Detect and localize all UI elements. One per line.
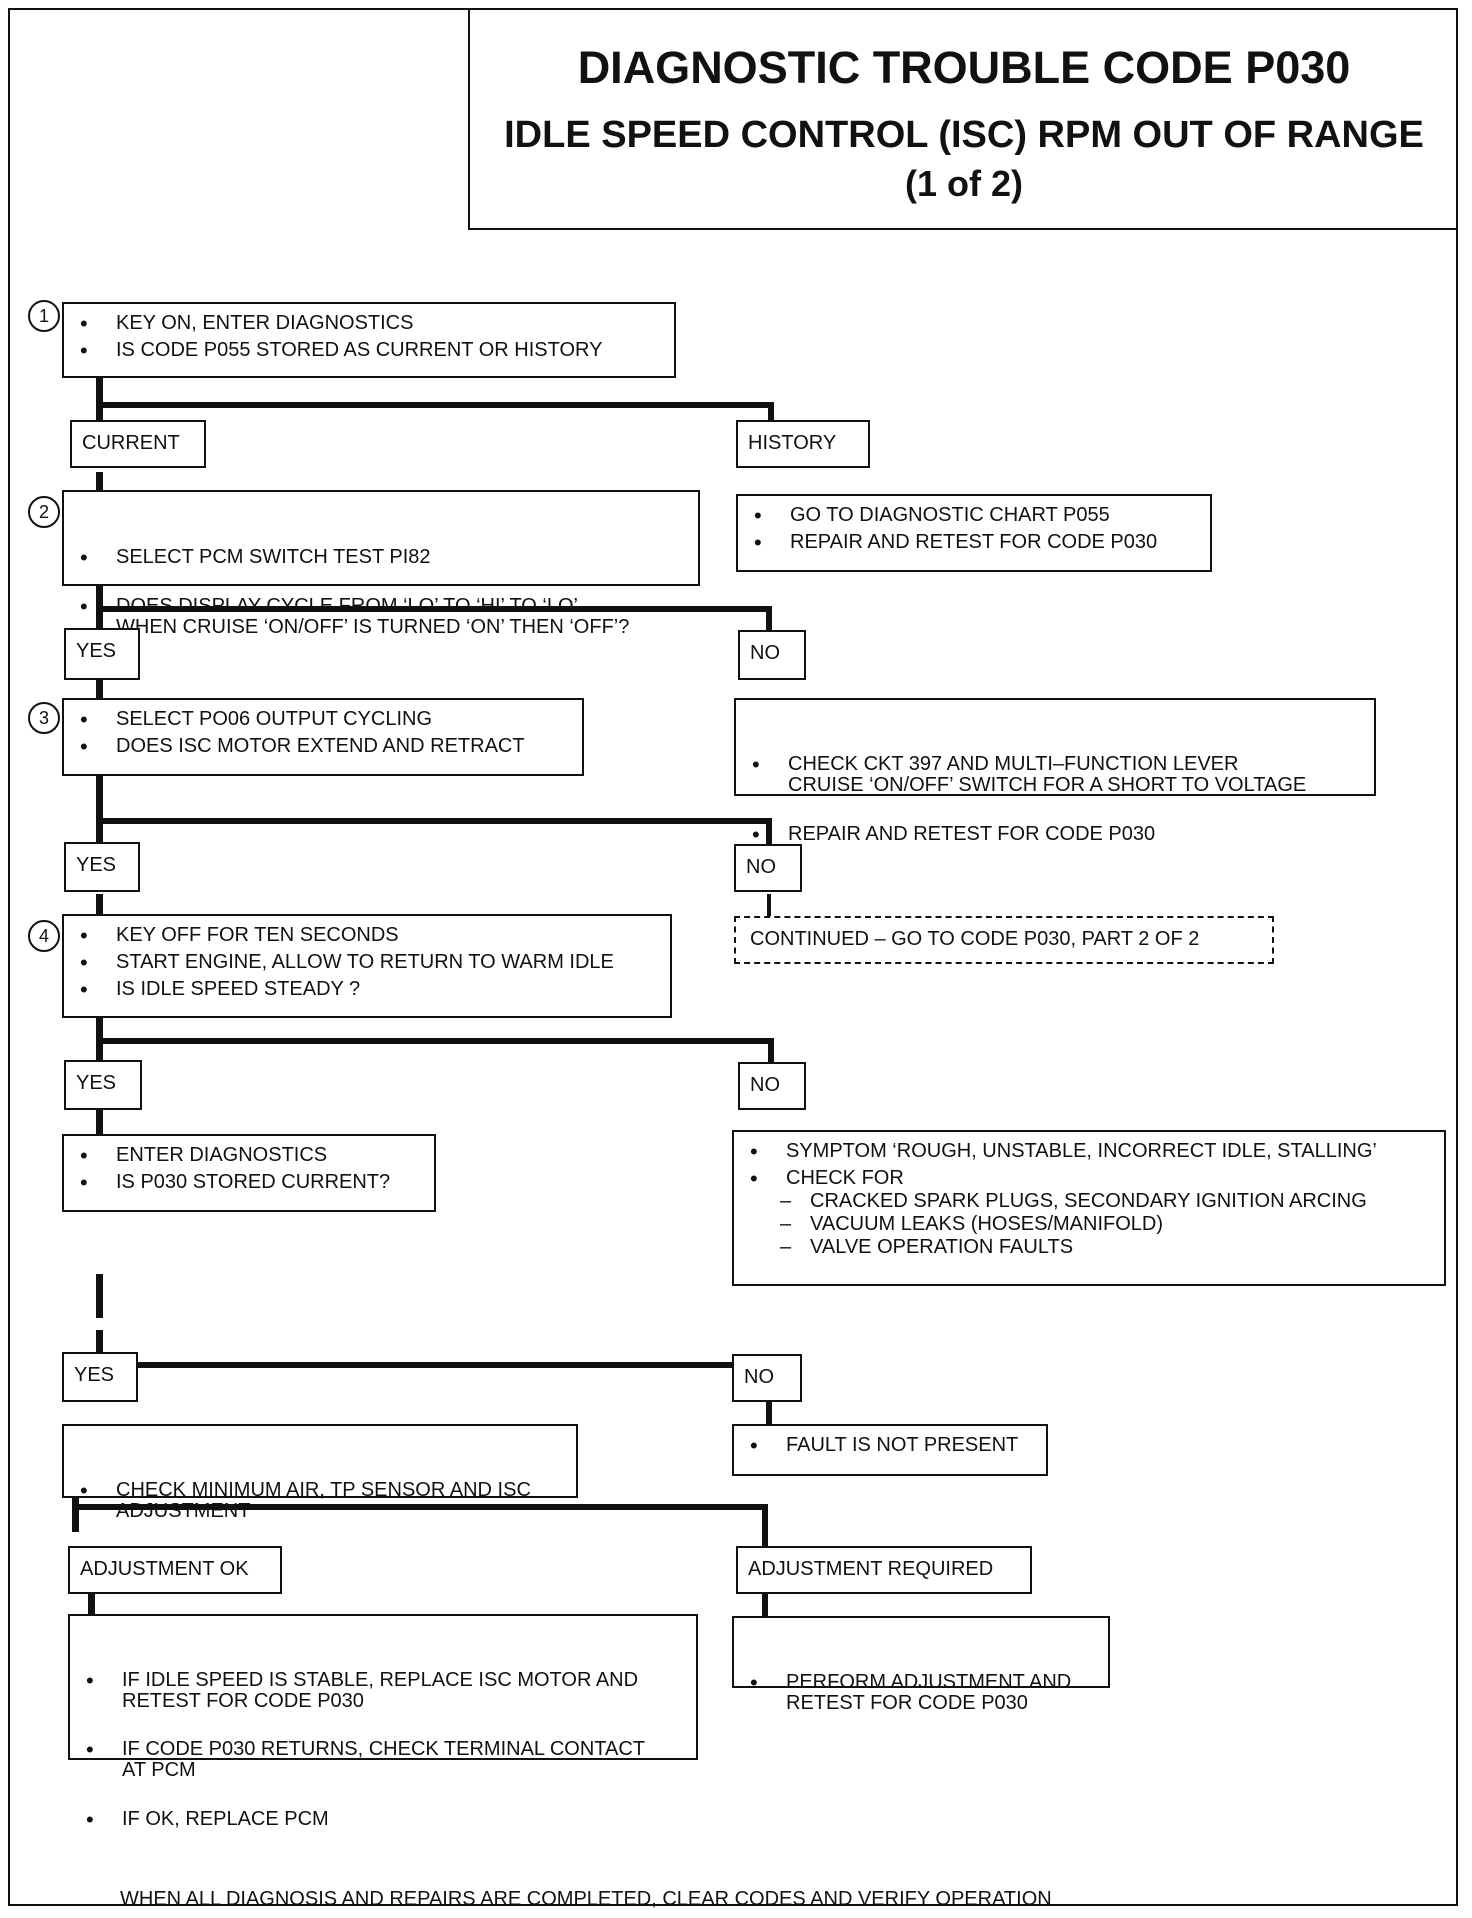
action-item: CHECK MINIMUM AIR, TP SENSOR AND ISC ADJ… — [80, 1480, 566, 1522]
step-item: DOES DISPLAY CYCLE FROM ‘LO’ TO ‘HI’ TO … — [80, 596, 688, 638]
step-item: KEY OFF FOR TEN SECONDS — [80, 924, 660, 947]
connector — [72, 1496, 79, 1532]
no-label: NO — [734, 844, 802, 892]
step-number: 3 — [28, 702, 60, 734]
connector — [96, 1038, 774, 1044]
yes-label: YES — [64, 1060, 142, 1110]
action-item: REPAIR AND RETEST FOR CODE P030 — [752, 823, 1364, 846]
adjustment-ok-action-box: IF IDLE SPEED IS STABLE, REPLACE ISC MOT… — [68, 1614, 698, 1831]
part-indicator: (1 of 2) — [904, 163, 1023, 204]
step-3-box: SELECT PO06 OUTPUT CYCLING DOES ISC MOTO… — [62, 698, 584, 776]
connector — [767, 894, 771, 920]
step-item: IS IDLE SPEED STEADY ? — [80, 978, 660, 1001]
check-subitem: VALVE OPERATION FAULTS — [750, 1236, 1434, 1259]
action-item: GO TO DIAGNOSTIC CHART P055 — [754, 504, 1200, 527]
action-item: REPAIR AND RETEST FOR CODE P030 — [754, 531, 1200, 554]
step-item: KEY ON, ENTER DIAGNOSTICS — [80, 312, 664, 335]
connector — [762, 1504, 768, 1554]
history-action-box: GO TO DIAGNOSTIC CHART P055 REPAIR AND R… — [736, 494, 1212, 572]
footer-note: WHEN ALL DIAGNOSIS AND REPAIRS ARE COMPL… — [120, 1888, 1052, 1910]
no-label: NO — [738, 1062, 806, 1110]
no-5-action-box: FAULT IS NOT PRESENT — [732, 1424, 1048, 1476]
check-subitem: VACUUM LEAKS (HOSES/MANIFOLD) — [750, 1213, 1434, 1236]
step-item: DOES ISC MOTOR EXTEND AND RETRACT — [80, 735, 572, 758]
connector — [96, 774, 103, 846]
yes-label: YES — [62, 1352, 138, 1402]
connector — [96, 818, 772, 824]
connector — [96, 894, 103, 918]
action-item: IS P030 STORED CURRENT? — [80, 1171, 424, 1194]
symptom-item: SYMPTOM ‘ROUGH, UNSTABLE, INCORRECT IDLE… — [750, 1140, 1434, 1163]
step-number: 4 — [28, 920, 60, 952]
step-item: IS CODE P055 STORED AS CURRENT OR HISTOR… — [80, 339, 664, 362]
action-item: CHECK CKT 397 AND MULTI–FUNCTION LEVER C… — [752, 754, 1364, 796]
connector — [96, 1274, 103, 1318]
title-block: DIAGNOSTIC TROUBLE CODE P030 IDLE SPEED … — [468, 8, 1458, 230]
step-4-box: KEY OFF FOR TEN SECONDS START ENGINE, AL… — [62, 914, 672, 1018]
connector — [762, 1592, 768, 1620]
connector — [768, 1038, 774, 1084]
page-frame — [8, 8, 1458, 1906]
yes-label: YES — [64, 842, 140, 892]
step-number: 1 — [28, 300, 60, 332]
step-2-box: SELECT PCM SWITCH TEST PI82 DOES DISPLAY… — [62, 490, 700, 638]
action-item: IF IDLE SPEED IS STABLE, REPLACE ISC MOT… — [86, 1670, 686, 1712]
adjustment-ok-label: ADJUSTMENT OK — [68, 1546, 282, 1594]
no-2-action-box: CHECK CKT 397 AND MULTI–FUNCTION LEVER C… — [734, 698, 1376, 846]
connector — [96, 472, 103, 494]
continued-box: CONTINUED – GO TO CODE P030, PART 2 OF 2 — [734, 916, 1274, 964]
yes-4-action-box: ENTER DIAGNOSTICS IS P030 STORED CURRENT… — [62, 1134, 436, 1212]
yes-label: YES — [64, 628, 140, 680]
connector — [96, 1362, 772, 1368]
step-item: START ENGINE, ALLOW TO RETURN TO WARM ID… — [80, 951, 660, 974]
connector — [96, 402, 774, 408]
adjustment-required-action-box: PERFORM ADJUSTMENT AND RETEST FOR CODE P… — [732, 1616, 1110, 1714]
yes-5-action-box: CHECK MINIMUM AIR, TP SENSOR AND ISC ADJ… — [62, 1424, 578, 1522]
connector — [766, 606, 772, 634]
connector — [88, 1592, 95, 1618]
action-item: FAULT IS NOT PRESENT — [750, 1434, 1036, 1457]
adjustment-required-label: ADJUSTMENT REQUIRED — [736, 1546, 1032, 1594]
check-item: CHECK FOR — [750, 1167, 1434, 1190]
connector — [96, 1108, 103, 1148]
connector — [96, 370, 103, 428]
no-4-action-box: SYMPTOM ‘ROUGH, UNSTABLE, INCORRECT IDLE… — [732, 1130, 1446, 1286]
step-item: SELECT PO06 OUTPUT CYCLING — [80, 708, 572, 731]
action-item: IF OK, REPLACE PCM — [86, 1808, 686, 1831]
history-label: HISTORY — [736, 420, 870, 468]
no-label: NO — [732, 1354, 802, 1402]
current-label: CURRENT — [70, 420, 206, 468]
page-title: DIAGNOSTIC TROUBLE CODE P030 — [577, 42, 1351, 93]
connector — [768, 402, 774, 426]
no-label: NO — [738, 630, 806, 680]
action-item: IF CODE P030 RETURNS, CHECK TERMINAL CON… — [86, 1739, 686, 1781]
action-item: PERFORM ADJUSTMENT AND RETEST FOR CODE P… — [750, 1672, 1098, 1714]
connector — [96, 1016, 103, 1082]
connector — [96, 680, 103, 702]
check-subitem: CRACKED SPARK PLUGS, SECONDARY IGNITION … — [750, 1190, 1434, 1213]
action-item: ENTER DIAGNOSTICS — [80, 1144, 424, 1167]
page-subtitle: IDLE SPEED CONTROL (ISC) RPM OUT OF RANG… — [504, 114, 1424, 156]
step-number: 2 — [28, 496, 60, 528]
step-1-box: KEY ON, ENTER DIAGNOSTICS IS CODE P055 S… — [62, 302, 676, 378]
step-item: SELECT PCM SWITCH TEST PI82 — [80, 546, 688, 569]
